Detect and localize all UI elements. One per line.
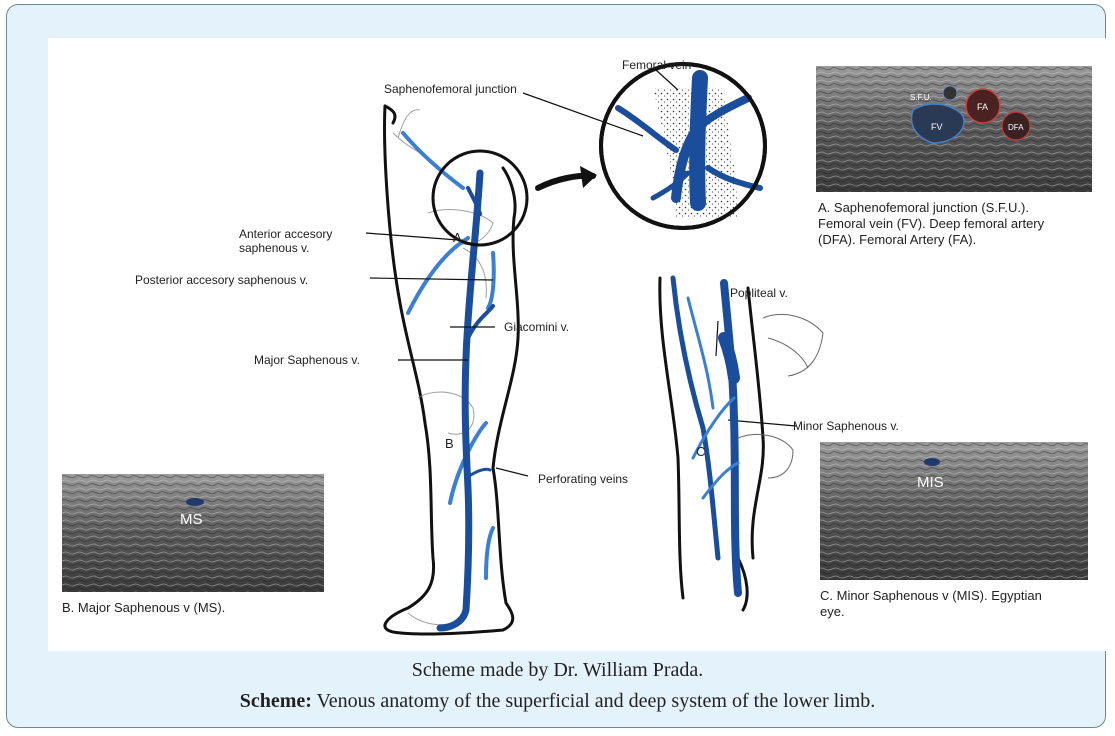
calf-veins <box>673 278 738 593</box>
letter-c: C <box>696 444 705 459</box>
us-a-fv-tag: FV <box>931 122 943 132</box>
label-anterior-accesory: Anterior accesory saphenous v. <box>239 227 369 255</box>
letter-a: A <box>453 230 462 245</box>
us-b-caption: B. Major Saphenous v (MS). <box>62 600 302 616</box>
label-femoral-vein: Femoral vein <box>622 58 691 72</box>
ultrasound-c <box>820 442 1088 580</box>
leg-diagram <box>48 38 1115 651</box>
label-sfj: Saphenofemoral junction <box>384 82 517 96</box>
calf-sketch <box>738 314 823 478</box>
label-minor-saphenous: Minor Saphenous v. <box>793 419 899 433</box>
calf-outline <box>660 278 764 610</box>
us-a-sfu-tag: S.F.U. <box>910 93 932 102</box>
label-posterior-accesory: Posterior accesory saphenous v. <box>135 273 308 287</box>
us-a-dfa-tag: DFA <box>1008 123 1024 132</box>
label-perforating-veins: Perforating veins <box>538 472 628 486</box>
us-c-mis-tag: MIS <box>917 474 944 491</box>
enlarged-sfj <box>601 64 765 228</box>
label-major-saphenous: Major Saphenous v. <box>254 353 360 367</box>
anatomy-figure: Femoral vein Saphenofemoral junction Ant… <box>48 38 1115 651</box>
us-c-caption: C. Minor Saphenous v (MIS). Egyptian eye… <box>820 588 1060 620</box>
zoom-arrowhead <box>580 166 597 188</box>
label-giacomini: Giacomini v. <box>504 320 569 334</box>
caption-scheme-bold: Scheme: <box>240 690 312 712</box>
leg-outline <box>385 106 519 634</box>
caption-scheme-text: Venous anatomy of the superficial and de… <box>312 690 875 712</box>
letter-b: B <box>445 436 454 451</box>
us-b-ms-tag: MS <box>180 511 203 528</box>
us-a-fa-tag: FA <box>977 102 988 112</box>
caption-scheme: Scheme: Venous anatomy of the superficia… <box>0 690 1115 713</box>
us-a-caption: A. Saphenofemoral junction (S.F.U.). Fem… <box>818 200 1078 248</box>
ultrasound-a <box>816 66 1092 192</box>
caption-credit: Scheme made by Dr. William Prada. <box>0 659 1115 682</box>
ultrasound-b <box>62 474 324 592</box>
label-popliteal: Popliteal v. <box>730 286 788 300</box>
